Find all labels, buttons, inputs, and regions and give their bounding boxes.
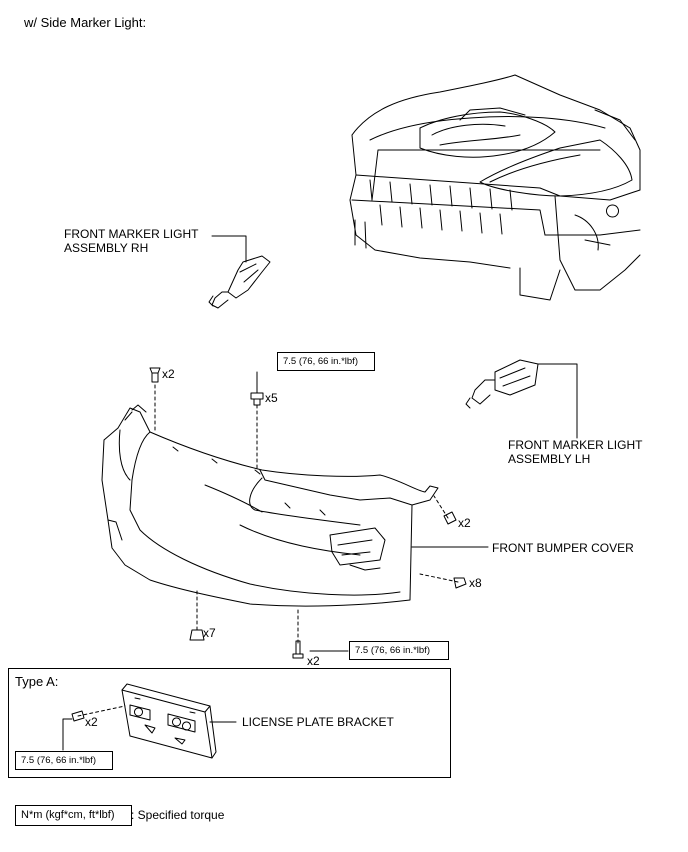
torque-box-top: 7.5 (76, 66 in.*lbf): [277, 352, 375, 371]
legend-unit-box: N*m (kgf*cm, ft*lbf): [15, 805, 132, 826]
label-marker-light-lh-line1: FRONT MARKER LIGHT: [508, 438, 643, 452]
front-marker-light-rh-illustration: [208, 235, 271, 309]
torque-box-bracket: 7.5 (76, 66 in.*lbf): [15, 751, 113, 770]
label-marker-light-rh-line1: FRONT MARKER LIGHT: [64, 227, 199, 241]
type-a-panel: Type A:: [8, 668, 451, 778]
label-marker-light-rh-line2: ASSEMBLY RH: [64, 241, 149, 255]
license-plate-bracket-illustration: [121, 683, 217, 759]
screw-top-center-icon: [250, 392, 264, 406]
qty-bracket-screw: x2: [85, 715, 98, 729]
clip-bottom-icon: [189, 629, 205, 641]
label-license-plate-bracket: LICENSE PLATE BRACKET: [242, 715, 394, 729]
diagram-title: w/ Side Marker Light:: [24, 15, 147, 30]
qty-bottom-clip: x7: [203, 626, 216, 640]
label-front-bumper-cover: FRONT BUMPER COVER: [492, 541, 634, 555]
screw-side-icon: [453, 577, 467, 589]
front-bumper-cover-illustration: [101, 404, 439, 607]
type-a-label: Type A:: [15, 674, 59, 689]
label-leader-lines: [62, 371, 489, 751]
vehicle-front-illustration: [349, 74, 641, 301]
qty-side-clip: x2: [458, 516, 471, 530]
qty-top-left-clip: x2: [162, 367, 175, 381]
torque-box-bottom: 7.5 (76, 66 in.*lbf): [349, 641, 449, 660]
clip-side-icon: [443, 511, 457, 525]
front-marker-light-lh-illustration: [465, 359, 578, 439]
label-marker-light-lh-line2: ASSEMBLY LH: [508, 452, 591, 466]
legend-description: : Specified torque: [131, 808, 225, 822]
fastener-leader-lines: [77, 384, 459, 717]
screw-bracket-icon: [71, 710, 85, 722]
qty-bottom-bolt: x2: [307, 654, 320, 668]
bolt-bottom-icon: [292, 640, 304, 659]
qty-top-center-screw: x5: [265, 391, 278, 405]
qty-side-screw: x8: [469, 576, 482, 590]
clip-top-left-icon: [149, 367, 161, 383]
